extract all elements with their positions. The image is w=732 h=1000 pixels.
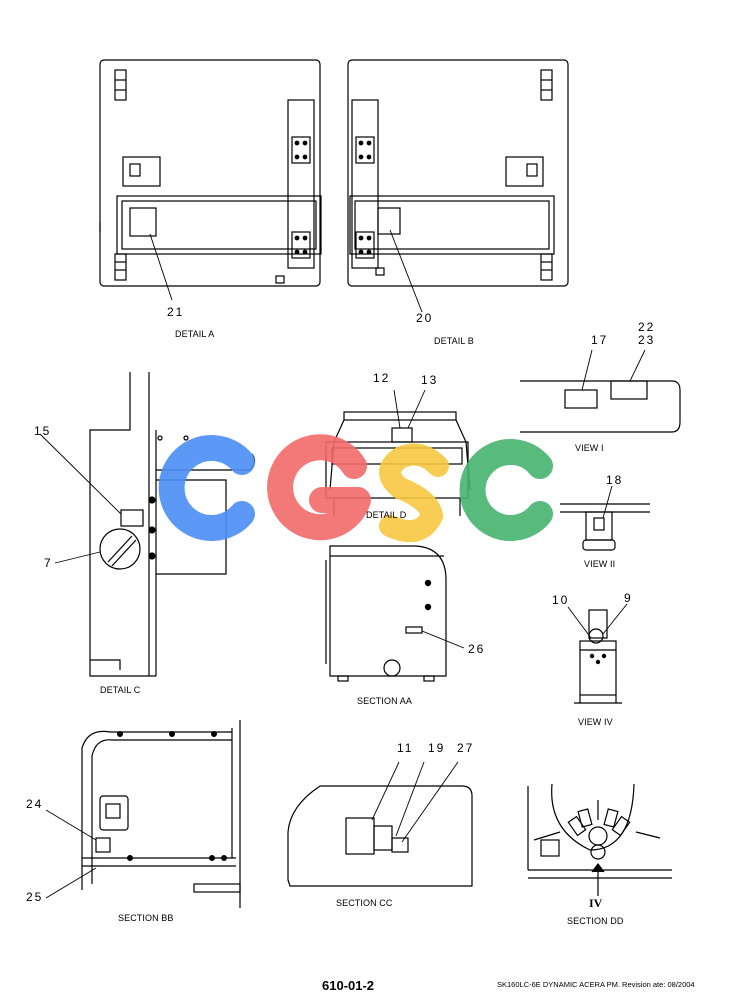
detail-b-drawing bbox=[347, 59, 569, 313]
callout-19: 19 bbox=[428, 741, 446, 755]
caption-section-cc: SECTION CC bbox=[336, 898, 393, 908]
section-bb-drawing bbox=[45, 720, 241, 908]
caption-detail-a: DETAIL A bbox=[175, 329, 215, 339]
detail-a-drawing bbox=[99, 59, 322, 301]
view-iv-drawing bbox=[567, 603, 628, 704]
section-cc-drawing bbox=[287, 761, 473, 887]
callout-21: 21 bbox=[167, 305, 185, 319]
callout-24: 24 bbox=[26, 797, 44, 811]
callout-13: 13 bbox=[421, 373, 439, 387]
section-aa-drawing bbox=[325, 545, 465, 682]
watermark-g2 bbox=[267, 434, 371, 541]
caption-detail-c: DETAIL C bbox=[100, 685, 141, 695]
view-iv-arrow-label: IV bbox=[589, 896, 603, 910]
callout-15: 15 bbox=[34, 424, 52, 438]
caption-section-bb: SECTION BB bbox=[118, 913, 174, 923]
callout-18: 18 bbox=[606, 473, 624, 487]
caption-view-iv: VIEW IV bbox=[578, 717, 613, 727]
watermark-logo bbox=[158, 434, 553, 543]
caption-section-dd: SECTION DD bbox=[567, 916, 624, 926]
callout-20: 20 bbox=[416, 311, 434, 325]
caption-detail-b: DETAIL B bbox=[434, 336, 474, 346]
callout-27: 27 bbox=[457, 741, 475, 755]
callout-12: 12 bbox=[373, 371, 391, 385]
page-number: 610-01-2 bbox=[322, 978, 375, 993]
callout-23: 23 bbox=[638, 333, 656, 347]
watermark-s bbox=[379, 443, 449, 543]
caption-view-i: VIEW I bbox=[575, 443, 604, 453]
callout-26: 26 bbox=[468, 642, 486, 656]
caption-view-ii: VIEW II bbox=[584, 559, 616, 569]
callout-7: 7 bbox=[44, 556, 53, 570]
callout-10: 10 bbox=[552, 593, 570, 607]
callout-17: 17 bbox=[591, 333, 609, 347]
revision-note: SK160LC-6E DYNAMIC ACERA PM. Revision at… bbox=[497, 980, 695, 989]
section-dd-drawing bbox=[527, 783, 672, 896]
callout-25: 25 bbox=[26, 890, 44, 904]
caption-section-aa: SECTION AA bbox=[357, 696, 413, 706]
callout-22: 22 bbox=[638, 320, 656, 334]
callout-11: 11 bbox=[397, 741, 414, 755]
watermark-g1 bbox=[158, 435, 255, 541]
caption-detail-d: DETAIL D bbox=[366, 510, 407, 520]
watermark-c bbox=[459, 439, 553, 541]
view-i-drawing bbox=[520, 349, 681, 433]
view-ii-drawing bbox=[560, 485, 650, 551]
callout-9: 9 bbox=[624, 591, 633, 605]
